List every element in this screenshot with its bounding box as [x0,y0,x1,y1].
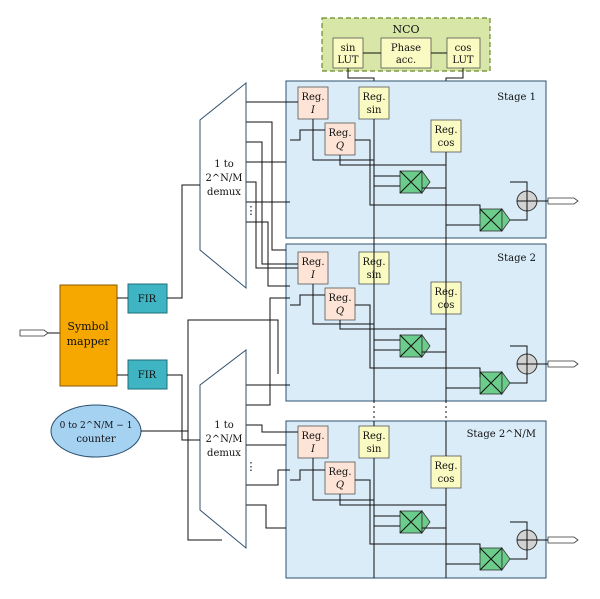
svg-text:I: I [310,270,316,281]
svg-text:sin: sin [367,105,382,116]
svg-text:2^N/M: 2^N/M [205,434,242,445]
svg-text:0 to 2^N/M − 1: 0 to 2^N/M − 1 [60,421,133,431]
svg-text:1 to: 1 to [214,420,234,431]
svg-text:acc.: acc. [396,55,416,66]
cos-lut-box [446,37,481,69]
svg-text:FIR: FIR [138,370,157,381]
svg-text:Q: Q [336,141,344,152]
sin-lut-box [332,37,364,69]
svg-text:Symbol: Symbol [67,320,109,333]
phase-accumulator-box [380,37,432,69]
nco-title: NCO [392,23,419,36]
svg-text:1 to: 1 to [214,159,234,170]
demux-top-shape [199,81,247,290]
reg-cos-last [430,455,462,489]
reg-q-1 [324,122,356,156]
svg-text:LUT: LUT [337,55,359,66]
svg-text:demux: demux [207,448,241,459]
svg-text:⋮: ⋮ [246,460,257,473]
reg-i-2 [297,251,329,285]
svg-text:I: I [310,105,316,116]
svg-text:Reg.: Reg. [362,431,385,442]
svg-text:2^N/M: 2^N/M [205,173,242,184]
svg-text:sin: sin [367,444,382,455]
svg-text:I: I [310,444,316,455]
svg-text:sin: sin [341,43,356,54]
svg-text:counter: counter [76,434,115,445]
svg-text:mapper: mapper [67,335,111,348]
svg-text:demux: demux [207,187,241,198]
reg-i-1 [297,86,329,120]
svg-text:Reg.: Reg. [301,92,324,103]
svg-text:Reg.: Reg. [434,461,457,472]
counter-ellipse [50,404,142,458]
demux-bottom-shape [199,348,247,550]
svg-text:FIR: FIR [138,294,157,305]
arrow-port-icon [547,360,579,368]
arrow-port-icon [547,536,579,544]
svg-text:Reg.: Reg. [362,92,385,103]
svg-text:Reg.: Reg. [434,125,457,136]
svg-text:cos: cos [455,43,472,54]
demux-top: 1 to 2^N/M demux ⋮ [199,81,298,290]
source-chain: Symbol mapper FIR FIR 0 to 2^N/M − 1 cou… [19,184,279,541]
stage-last: Stage 2^N/M Reg. I Reg. Q Reg. sin Reg. … [285,420,579,579]
stage-1: Stage 1 Reg. I Reg. Q Reg. sin Reg. cos [285,80,579,239]
reg-i-last [297,425,329,459]
symbol-mapper-box [59,284,118,387]
stage-2-title: Stage 2 [497,253,536,264]
fir-box-top [127,283,168,314]
svg-text:cos: cos [438,474,455,485]
demux-bottom: 1 to 2^N/M demux ⋮ [199,297,298,550]
stage-2: Stage 2 Reg. I Reg. Q Reg. sin Reg. cos [285,238,579,402]
reg-q-last [324,461,356,495]
svg-text:Reg.: Reg. [328,128,351,139]
svg-text:Q: Q [336,306,344,317]
svg-text:LUT: LUT [452,55,474,66]
arrow-port-icon [19,329,49,337]
svg-text:cos: cos [438,138,455,149]
nco-block: NCO sin LUT Phase acc. cos LUT [321,17,491,72]
svg-text:Q: Q [336,480,344,491]
stage-last-title: Stage 2^N/M [467,429,536,440]
stage-1-title: Stage 1 [497,92,536,103]
svg-text:⋮: ⋮ [246,204,257,217]
svg-text:Reg.: Reg. [301,257,324,268]
svg-text:Phase: Phase [391,43,421,54]
arrow-port-icon [547,197,579,205]
svg-text:Reg.: Reg. [328,293,351,304]
svg-text:Reg.: Reg. [301,431,324,442]
svg-text:Reg.: Reg. [328,467,351,478]
